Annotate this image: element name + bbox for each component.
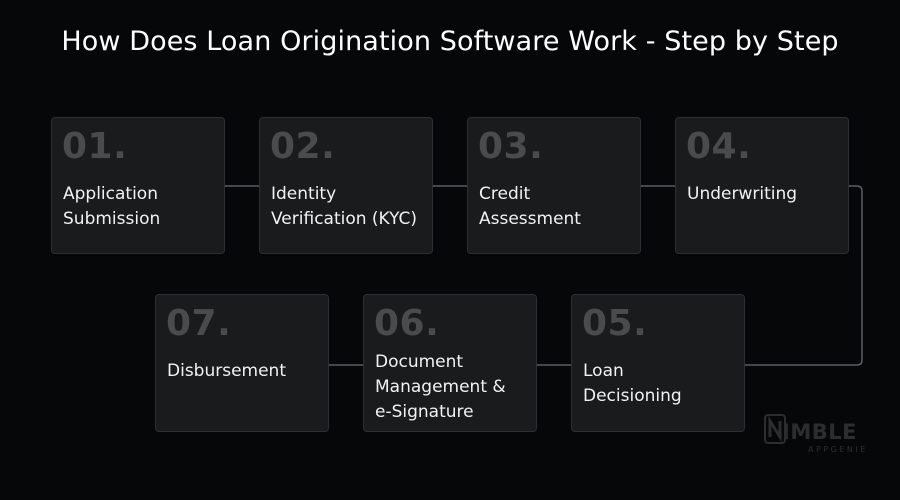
step-number: 04. (686, 126, 752, 167)
diagram-title: How Does Loan Origination Software Work … (61, 26, 839, 57)
step-card-04: 04. Underwriting (675, 117, 849, 254)
step-label: Disbursement (167, 359, 327, 384)
step-label-line: Identity (271, 184, 337, 204)
step-label-line: Verification (KYC) (271, 209, 418, 229)
step-label: Credit Assessment (479, 182, 639, 232)
step-label-line: Management & (375, 377, 506, 397)
logo-wordmark: IMBLE (782, 420, 857, 444)
step-label-line: Decisioning (583, 386, 682, 406)
logo-n-icon (764, 414, 786, 444)
step-label: Loan Decisioning (583, 359, 743, 409)
step-number: 07. (166, 303, 232, 344)
step-label-line: Credit (479, 184, 531, 204)
brand-logo: IMBLE APPGENIE (764, 412, 884, 462)
step-label: Document Management & e-Signature (375, 350, 535, 425)
step-number: 05. (582, 303, 648, 344)
step-label-line: Application (63, 184, 158, 204)
connector-04-05 (745, 185, 863, 366)
step-card-02: 02. Identity Verification (KYC) (259, 117, 433, 254)
step-label-line: Underwriting (687, 184, 798, 204)
step-label: Underwriting (687, 182, 847, 207)
step-number: 06. (374, 303, 440, 344)
step-card-06: 06. Document Management & e-Signature (363, 294, 537, 432)
step-label-line: e-Signature (375, 402, 474, 422)
step-card-07: 07. Disbursement (155, 294, 329, 432)
step-label-line: Document (375, 352, 464, 372)
step-number: 02. (270, 126, 336, 167)
step-label: Identity Verification (KYC) (271, 182, 431, 232)
step-card-03: 03. Credit Assessment (467, 117, 641, 254)
step-card-05: 05. Loan Decisioning (571, 294, 745, 432)
step-label: Application Submission (63, 182, 223, 232)
step-card-01: 01. Application Submission (51, 117, 225, 254)
step-number: 03. (478, 126, 544, 167)
step-number: 01. (62, 126, 128, 167)
step-label-line: Loan (583, 361, 624, 381)
step-label-line: Disbursement (167, 361, 286, 381)
step-label-line: Submission (63, 209, 161, 229)
logo-subtext: APPGENIE (808, 445, 868, 454)
step-label-line: Assessment (479, 209, 581, 229)
